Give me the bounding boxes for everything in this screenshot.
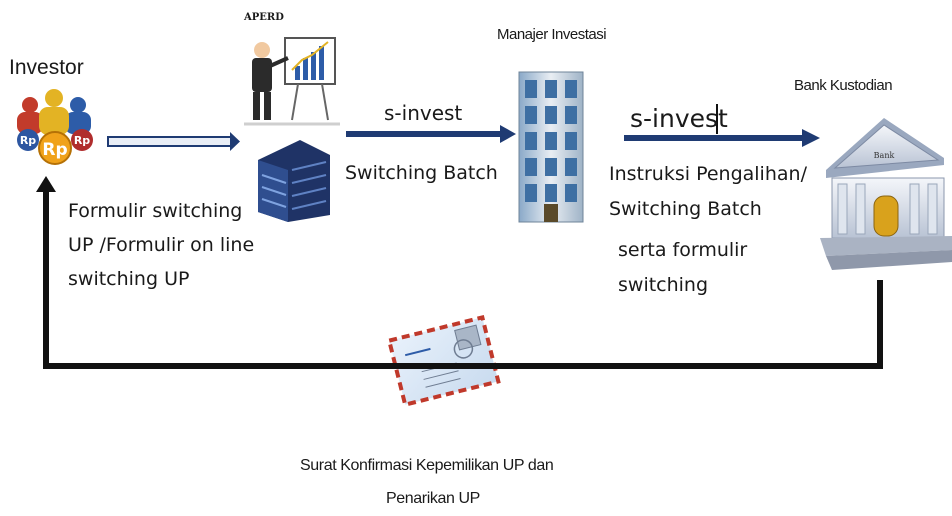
- return-text-line2: Penarikan UP: [386, 490, 480, 507]
- flow-text-formulir-line2: switching: [618, 274, 709, 296]
- bank-kustodian-title: Bank Kustodian: [794, 77, 893, 94]
- flow-text-instruksi-line1: Instruksi Pengalihan/: [609, 163, 807, 185]
- envelope-icon: [386, 314, 501, 408]
- return-text-line1: Surat Konfirmasi Kepemilikan UP dan: [300, 457, 554, 474]
- coin-label-left: Rp: [20, 134, 36, 147]
- manajer-investasi-title: Manajer Investasi: [497, 26, 607, 43]
- flow-text-investor-aperd-line2: UP /Formulir on line: [62, 234, 255, 256]
- flow-text-investor-aperd-line3: switching UP: [68, 268, 190, 290]
- coin-label-center: Rp: [42, 140, 67, 160]
- presenter-chart-icon: [244, 37, 340, 126]
- bank-building-icon: [820, 118, 952, 270]
- bank-building-sign: Bank: [874, 151, 895, 160]
- flow-text-formulir-line1: serta formulir: [618, 239, 748, 261]
- arrow-mi-to-bank: [624, 104, 820, 147]
- investment-manager-tower-icon: [518, 71, 584, 223]
- flow-text-instruksi-line2: Switching Batch: [609, 198, 762, 220]
- channel-label-s-invest-2: s-invest: [630, 104, 728, 133]
- investor-icon: [17, 89, 93, 165]
- coin-label-right: Rp: [74, 134, 90, 147]
- arrow-investor-to-aperd: [107, 132, 240, 151]
- investor-title: Investor: [9, 56, 84, 79]
- arrow-aperd-to-mi: [346, 125, 516, 143]
- channel-label-s-invest-1: s-invest: [384, 101, 463, 125]
- flow-text-switching-batch: Switching Batch: [345, 162, 498, 184]
- return-path-bank-to-investor: [36, 176, 883, 369]
- aperd-title: APERD: [244, 12, 284, 23]
- flow-text-investor-aperd-line1: Formulir switching: [68, 200, 243, 222]
- office-building-icon: [258, 140, 330, 222]
